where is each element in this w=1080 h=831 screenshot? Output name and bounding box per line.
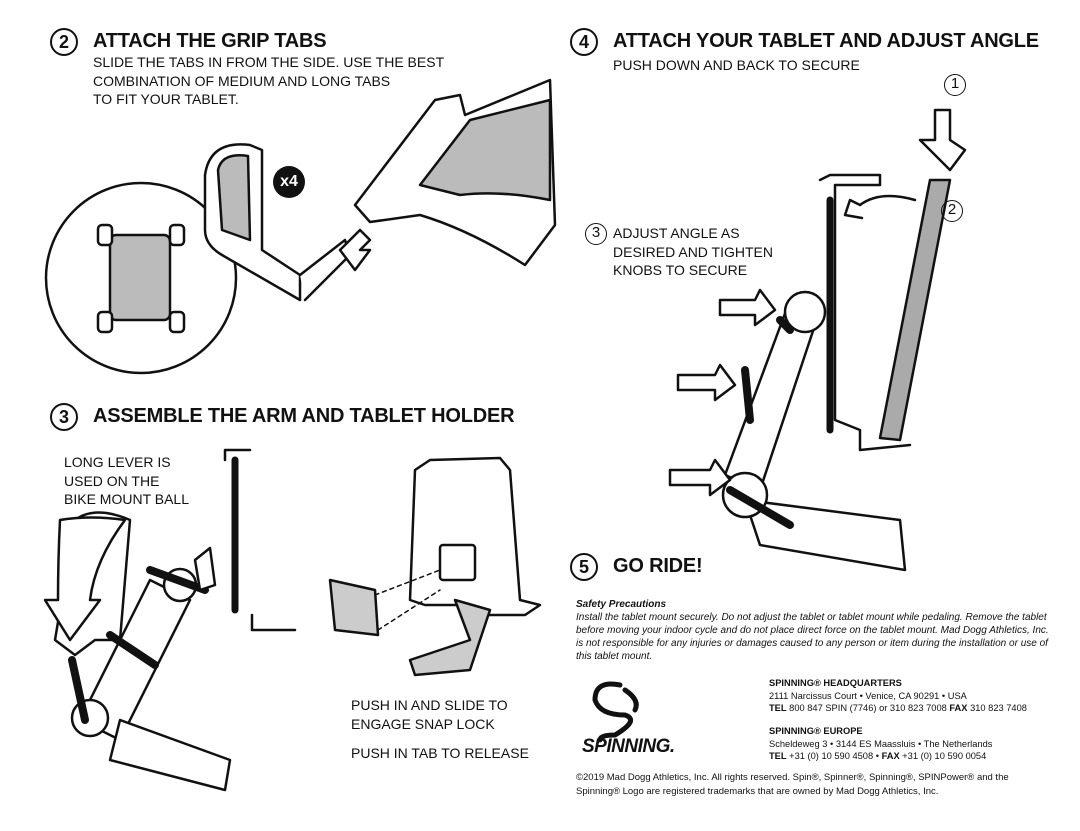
step-3-title: ASSEMBLE THE ARM AND TABLET HOLDER <box>93 405 515 427</box>
safety-text: Install the tablet mount securely. Do no… <box>576 612 1049 662</box>
hq-address: 2111 Narcissus Court • Venice, CA 90291 … <box>769 690 967 701</box>
note-line: DESIRED AND TIGHTEN <box>613 243 773 260</box>
callout-1: 1 <box>944 74 966 96</box>
mounted-tablet-illustration <box>668 108 967 572</box>
tablet-holder-back-illustration <box>328 456 542 677</box>
copyright-notice: ©2019 Mad Dogg Athletics, Inc. All right… <box>576 771 1009 799</box>
callout-3: 3 <box>585 223 607 245</box>
spinning-logo-text: SPINNING. <box>582 736 675 757</box>
step-4-title: ATTACH YOUR TABLET AND ADJUST ANGLE <box>613 30 1039 52</box>
spinning-logo-icon <box>592 681 639 743</box>
step-3-number: 3 <box>50 403 78 431</box>
instruction-line: COMBINATION OF MEDIUM AND LONG TABS <box>93 72 391 89</box>
tel-label: TEL <box>769 751 787 761</box>
safety-precautions: Safety Precautions Install the tablet mo… <box>576 598 1056 663</box>
europe-address-line: Scheldeweg 3 • 3144 ES Maassluis • The N… <box>769 738 993 749</box>
note-line: LONG LEVER IS <box>64 454 171 470</box>
europe-tel: +31 (0) 10 590 4508 • <box>786 751 882 761</box>
note-line: BIKE MOUNT BALL <box>64 491 190 507</box>
adjust-angle-note: ADJUST ANGLE AS DESIRED AND TIGHTEN KNOB… <box>613 224 773 280</box>
note-line: KNOBS TO SECURE <box>613 262 748 278</box>
step-2-instructions: SLIDE THE TABS IN FROM THE SIDE. USE THE… <box>93 53 444 109</box>
fax-label: FAX <box>881 751 900 761</box>
europe-title: SPINNING® EUROPE <box>769 726 863 736</box>
tablet-bracket-illustration <box>223 448 297 632</box>
hq-tel: 800 847 SPIN (7746) or 310 823 7008 <box>786 703 950 713</box>
step-2-title: ATTACH THE GRIP TABS <box>93 30 327 52</box>
copyright-line: ©2019 Mad Dogg Athletics, Inc. All right… <box>576 772 1009 783</box>
step-5-number: 5 <box>570 553 598 581</box>
note-line: ADJUST ANGLE AS <box>613 225 740 241</box>
europe-address: SPINNING® EUROPE Scheldeweg 3 • 3144 ES … <box>769 725 992 763</box>
step-4-number: 4 <box>570 28 598 56</box>
note-line: ENGAGE SNAP LOCK <box>351 715 495 732</box>
grip-detail-circle-illustration <box>44 181 238 375</box>
instruction-line: TO FIT YOUR TABLET. <box>93 91 239 107</box>
lever-note: LONG LEVER IS USED ON THE BIKE MOUNT BAL… <box>64 453 189 509</box>
grip-tab-illustration <box>203 143 352 302</box>
step-2-number: 2 <box>50 28 78 56</box>
hq-fax: 310 823 7408 <box>967 703 1027 713</box>
note-line: USED ON THE <box>64 472 160 489</box>
instruction-line: SLIDE THE TABS IN FROM THE SIDE. USE THE… <box>93 54 445 70</box>
note-line: PUSH IN AND SLIDE TO <box>351 697 508 713</box>
headquarters-address: SPINNING® HEADQUARTERS 2111 Narcissus Co… <box>769 677 1027 715</box>
copyright-line: Spinning® Logo are registered trademarks… <box>576 786 939 797</box>
step-4-subtitle: PUSH DOWN AND BACK TO SECURE <box>613 57 860 73</box>
push-note: PUSH IN AND SLIDE TO ENGAGE SNAP LOCK <box>351 696 508 733</box>
tablet-holder-corner-illustration <box>338 78 557 272</box>
hq-title: SPINNING® HEADQUARTERS <box>769 678 902 688</box>
quantity-badge: x4 <box>273 166 305 198</box>
fax-label: FAX <box>949 703 968 713</box>
tel-label: TEL <box>769 703 787 713</box>
europe-fax: +31 (0) 10 590 0054 <box>899 751 987 761</box>
down-arrow-illustration <box>43 516 127 642</box>
callout-2: 2 <box>941 200 963 222</box>
release-note: PUSH IN TAB TO RELEASE <box>351 745 529 761</box>
safety-title: Safety Precautions <box>576 599 667 610</box>
step-5-title: GO RIDE! <box>613 555 703 577</box>
